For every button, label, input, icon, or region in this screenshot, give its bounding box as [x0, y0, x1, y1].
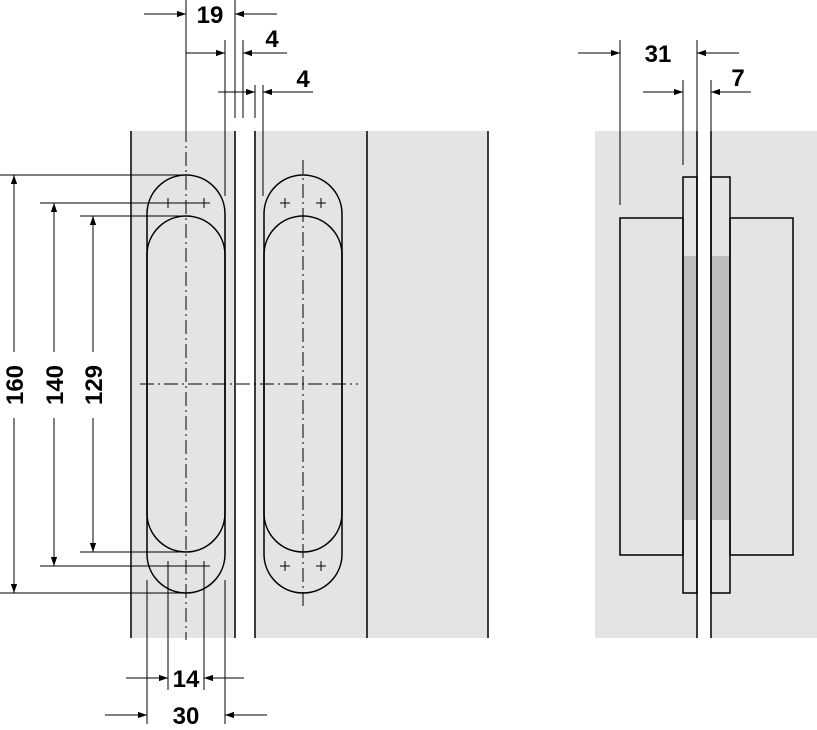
dim-31: 31	[578, 41, 739, 68]
dim-label-129: 129	[81, 365, 108, 405]
dim-label-140: 140	[42, 365, 69, 405]
dim-label-31: 31	[645, 41, 672, 68]
dim-129: 129	[81, 216, 108, 552]
dim-label-30: 30	[173, 703, 200, 730]
dim-19: 19	[144, 2, 277, 29]
dim-label-14: 14	[173, 666, 200, 693]
dim-30: 30	[105, 703, 267, 730]
dim-label-160: 160	[2, 365, 29, 405]
front-view: 19 4 4 160 140	[0, 0, 489, 730]
dim-4-b: 4	[218, 66, 313, 96]
dim-label-4-a: 4	[265, 26, 279, 53]
dim-160: 160	[2, 175, 29, 593]
side-plate-left-inner	[684, 256, 696, 520]
side-view: 31 7	[578, 40, 817, 638]
dim-label-7: 7	[731, 65, 744, 92]
dim-140: 140	[42, 203, 69, 566]
dim-14: 14	[126, 666, 244, 693]
dim-label-4-b: 4	[296, 66, 310, 93]
dim-4-a: 4	[186, 26, 287, 57]
dim-7: 7	[643, 65, 751, 96]
side-plate-right-inner	[712, 256, 729, 520]
dim-label-19: 19	[197, 2, 224, 29]
side-panel-left	[595, 131, 697, 638]
